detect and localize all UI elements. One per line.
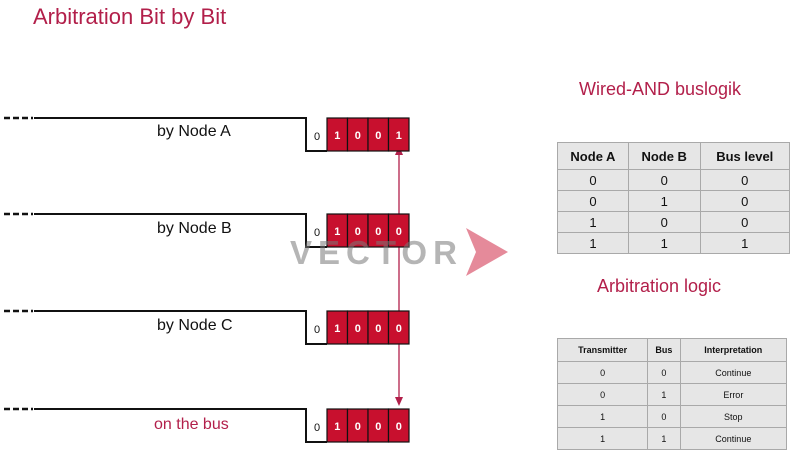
bus-bit-value: 1 [334,421,340,433]
bus-bit-value: 0 [355,421,361,433]
table-cell: 1 [556,427,649,450]
table-cell: 0 [627,211,701,233]
bus-signal-line [34,408,327,443]
node-b-bit-value: 0 [396,226,402,238]
connector-arrow-down-icon [395,397,403,406]
table-row: 0 1 0 [557,190,790,212]
node-c-bit-value: 1 [334,323,340,335]
table-cell: 0 [699,211,790,233]
table-row: 1 1 1 [557,232,790,254]
table-cell: 1 [647,383,681,406]
node-b-signal-line [34,213,327,248]
table-cell: Continue [679,361,788,384]
arbitration-logic-title: Arbitration logic [597,276,722,296]
wired-and-table: Node A Node B Bus level 0 0 0 0 1 0 1 0 … [557,142,790,254]
table-row: 1 1 Continue [556,427,788,450]
node-a-label: by Node A [157,123,231,140]
table-row: 1 0 Stop [556,405,788,428]
column-header: Bus [647,338,681,362]
node-c-bit-value: 0 [355,323,361,335]
bus-first-bit: 0 [314,422,320,434]
table-cell: 0 [557,190,629,212]
table-cell: 1 [699,232,790,254]
table-cell: 0 [556,383,649,406]
node-c-bit-value: 0 [396,323,402,335]
table-cell: 0 [699,169,790,191]
page-title: Arbitration Bit by Bit [33,4,227,29]
wired-and-title: Wired-AND buslogik [579,79,742,99]
node-a-bit-value: 0 [355,130,361,142]
node-b-first-bit: 0 [314,227,320,239]
bus-label: on the bus [154,416,229,433]
table-cell: 1 [627,190,701,212]
table-cell: 0 [647,405,681,428]
watermark-arrow-icon [466,228,508,276]
table-cell: 0 [647,361,681,384]
table-cell: Stop [679,405,788,428]
node-b-label: by Node B [157,220,232,237]
table-cell: 1 [647,427,681,450]
table-row: 1 0 0 [557,211,790,233]
node-c-signal-line [34,310,327,345]
column-header: Bus level [699,142,790,170]
table-cell: 0 [557,169,629,191]
table-row: 0 1 Error [556,383,788,406]
table-cell: 0 [699,190,790,212]
node-c-bit-value: 0 [375,323,381,335]
node-a-signal-line [34,117,327,152]
vector-watermark: VECTOR [290,234,463,271]
node-c-bit-box [387,310,410,345]
table-cell: 1 [556,405,649,428]
table-cell: 1 [557,232,629,254]
node-a-bit-value: 1 [396,130,402,142]
node-a-bit-value: 0 [375,130,381,142]
node-b-bit-value: 0 [375,226,381,238]
table-header-row: Node A Node B Bus level [557,142,790,170]
node-a-bit-box [387,117,410,152]
arbitration-logic-table: Transmitter Bus Interpretation 0 0 Conti… [556,338,788,450]
table-cell: 1 [557,211,629,233]
table-cell: 0 [556,361,649,384]
table-cell: Continue [679,427,788,450]
bus-bit-value: 0 [396,421,402,433]
column-header: Node A [557,142,629,170]
node-c-first-bit: 0 [314,324,320,336]
node-a-first-bit: 0 [314,131,320,143]
table-cell: 0 [627,169,701,191]
bus-bit-box [387,408,410,443]
column-header: Interpretation [679,338,788,362]
node-c-label: by Node C [157,317,233,334]
bus-bit-value: 0 [375,421,381,433]
table-header-row: Transmitter Bus Interpretation [556,338,788,362]
node-a-bit-value: 1 [334,130,340,142]
column-header: Node B [627,142,701,170]
table-row: 0 0 Continue [556,361,788,384]
node-b-bit-value: 0 [355,226,361,238]
column-header: Transmitter [556,338,649,362]
node-b-bit-box [387,213,410,248]
table-cell: 1 [627,232,701,254]
node-b-bit-value: 1 [334,226,340,238]
table-row: 0 0 0 [557,169,790,191]
table-cell: Error [679,383,788,406]
